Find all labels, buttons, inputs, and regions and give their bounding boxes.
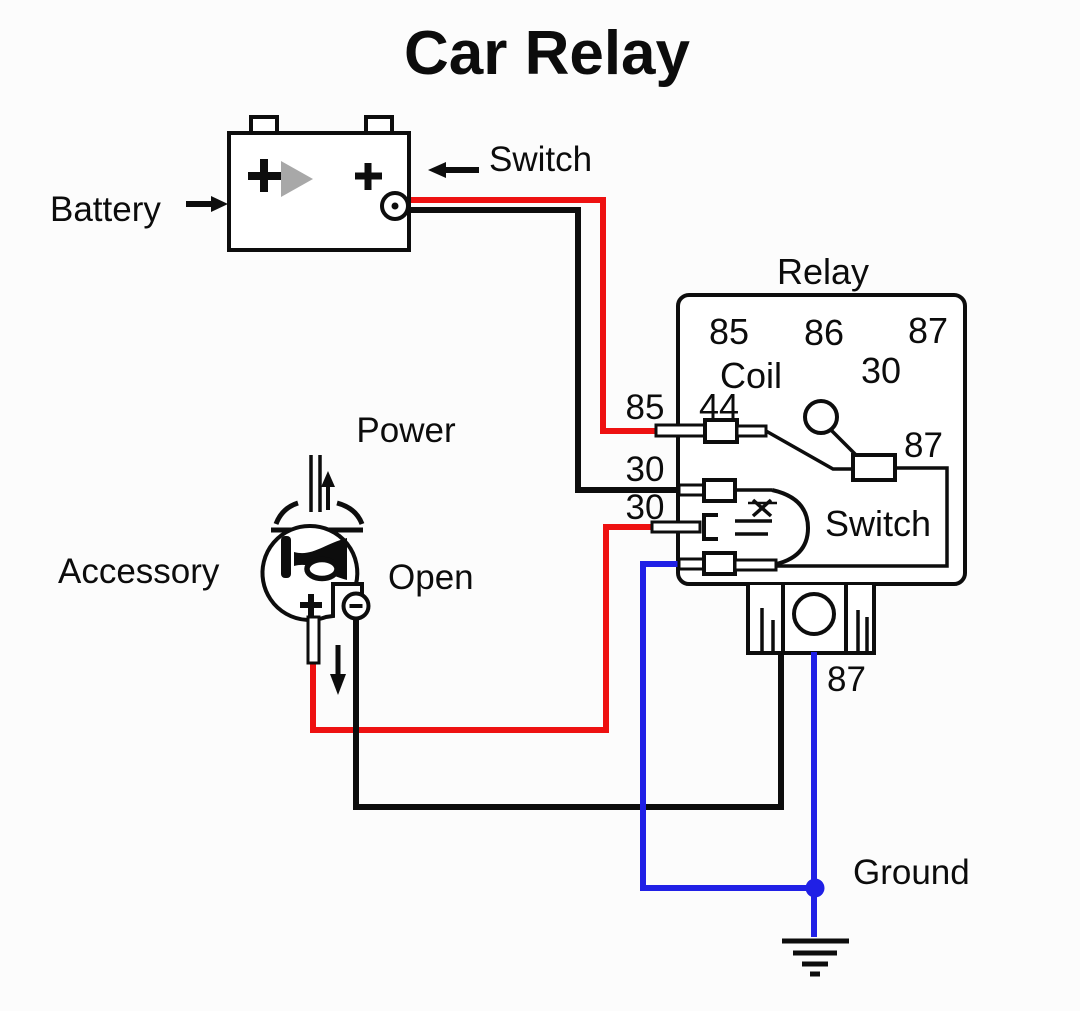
- blue-wire-pin-to-ground: [640, 561, 812, 891]
- relay-outline: [676, 293, 967, 586]
- black-wire-accessory-to-relay: [353, 617, 784, 810]
- pin87-contact-box: [851, 453, 897, 482]
- left-pin-label-30a: 30: [626, 450, 665, 489]
- relay-coil-label: Coil: [720, 355, 782, 396]
- red-wire-battery-to-pin85: [407, 197, 658, 434]
- ground-junction-dot: [805, 878, 825, 898]
- pin86-contact-circle: [803, 399, 839, 435]
- coil-prong-right: [735, 424, 768, 438]
- accessory-horn-symbol: [260, 455, 371, 695]
- bottom-pin-prong-right: [733, 558, 778, 572]
- pin30-upper-prong: [677, 483, 706, 497]
- battery-arrow-icon: [186, 196, 228, 212]
- hat-wing-right: [336, 500, 365, 525]
- relay-label: Relay: [777, 251, 869, 292]
- relay-switch-label: Switch: [825, 503, 931, 544]
- up-arrow-icon: [321, 471, 335, 510]
- pin87-rail: [776, 466, 949, 568]
- pin30-upper-terminal: [702, 478, 737, 503]
- switch-label: Switch: [489, 140, 592, 179]
- horn-speaker-icon: [281, 536, 347, 582]
- battery-symbol: [227, 115, 411, 252]
- horn-minus-terminal: [341, 591, 371, 621]
- power-label: Power: [356, 411, 456, 450]
- pin30-lower-bracket: [702, 513, 718, 541]
- terminal-center-dot: [391, 202, 399, 210]
- down-arrow-icon: [330, 645, 346, 695]
- ground-symbol: [782, 938, 849, 977]
- switch-contact-arc: [771, 488, 811, 567]
- relay-pin-85: 85: [709, 311, 749, 352]
- relay-pin-86: 86: [804, 312, 844, 353]
- battery-case: [227, 131, 411, 252]
- page-title: Car Relay: [404, 19, 691, 88]
- relay-pin-87: 87: [908, 310, 948, 351]
- coil-armature-line: [765, 429, 853, 471]
- gray-arrow-icon: [281, 161, 313, 197]
- relay-inner-87: 87: [904, 426, 943, 465]
- left-pin-label-85: 85: [626, 388, 665, 427]
- pin86-link-line: [829, 428, 859, 458]
- relay-pin-44: 44: [699, 386, 739, 427]
- open-label: Open: [388, 558, 474, 597]
- black-wire-battery-to-pin30: [409, 207, 682, 493]
- bracket-hole: [792, 592, 836, 636]
- battery-plus-left-symbol: [248, 159, 281, 192]
- battery-plus-right-symbol: [355, 163, 382, 190]
- horn-plus-symbol: [300, 594, 322, 616]
- relay-inner-30: 30: [861, 350, 901, 391]
- relay-internals: [650, 399, 949, 576]
- left-pin-label-30b: 30: [626, 488, 665, 527]
- horn-plus-terminal-stem: [306, 615, 321, 665]
- battery-label: Battery: [50, 190, 161, 229]
- pin30-lower-prong: [650, 520, 702, 534]
- bottom-pin-terminal: [702, 551, 737, 576]
- hat-wing-left: [273, 500, 299, 525]
- accessory-label: Accessory: [58, 552, 220, 591]
- switch-arrow-icon: [428, 162, 479, 178]
- bottom-pin-prong-left: [677, 557, 706, 571]
- red-wire-accessory-to-pin30: [310, 524, 652, 733]
- bottom-pin-87-label: 87: [827, 660, 866, 699]
- contact-x-mark: [748, 498, 777, 518]
- horn-body-notch: [333, 582, 364, 596]
- ground-label: Ground: [853, 853, 970, 892]
- relay-mounting-bracket: [746, 585, 876, 655]
